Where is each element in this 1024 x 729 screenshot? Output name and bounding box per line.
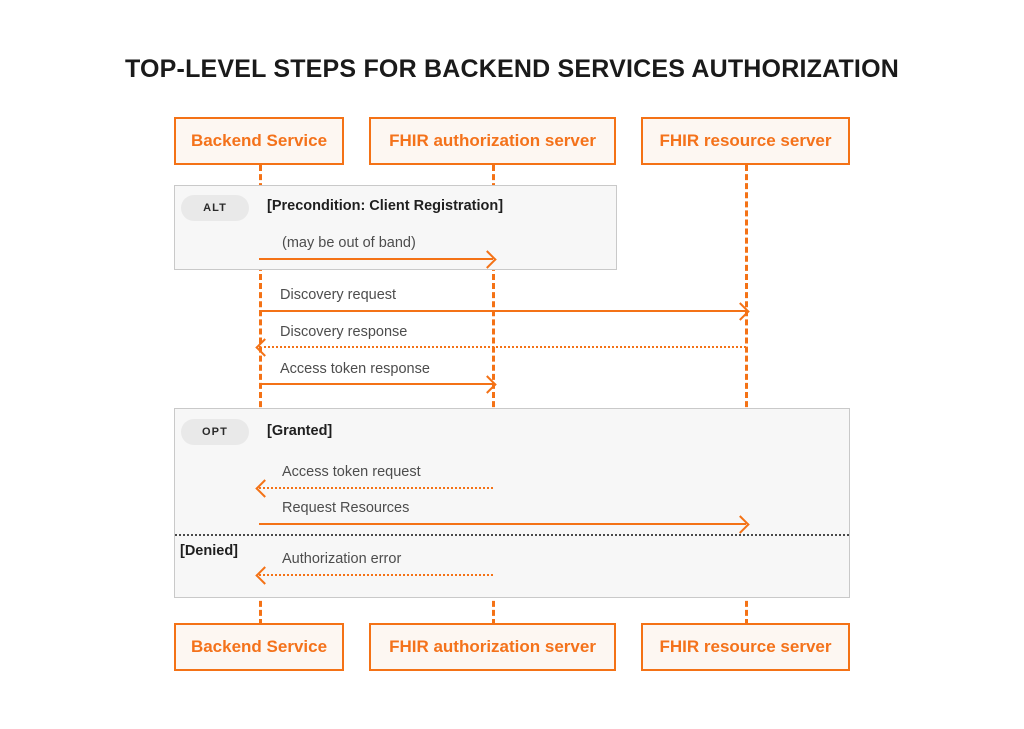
fragment-alt-kind-pill: ALT [181, 195, 249, 221]
participant-label: FHIR resource server [659, 636, 832, 656]
fragment-alt-precondition [174, 185, 617, 270]
participant-backend-service-bottom[interactable]: Backend Service [174, 623, 344, 671]
message-line-access-token-response [259, 383, 493, 385]
participant-fhir-resource-server-top[interactable]: FHIR resource server [641, 117, 850, 165]
message-label-request-resources: Request Resources [282, 500, 410, 516]
page-title: TOP-LEVEL STEPS FOR BACKEND SERVICES AUT… [125, 55, 899, 83]
fragment-kind-label: OPT [202, 426, 228, 438]
fragment-opt-kind-pill: OPT [181, 419, 249, 445]
message-label-may-be-out-of-band: (may be out of band) [282, 235, 416, 251]
participant-backend-service-top[interactable]: Backend Service [174, 117, 344, 165]
fragment-opt-condition: [Granted] [267, 423, 333, 439]
fragment-opt-divider [175, 534, 849, 536]
message-label-authorization-error: Authorization error [282, 551, 402, 567]
fragment-alt-condition: [Precondition: Client Registration] [267, 198, 504, 214]
message-label-access-token-response: Access token response [280, 361, 430, 377]
participant-label: FHIR authorization server [389, 636, 596, 656]
message-line-discovery-response [259, 346, 746, 348]
message-line-request-resources [259, 523, 746, 525]
message-label-discovery-request: Discovery request [280, 287, 397, 303]
participant-label: Backend Service [190, 130, 328, 150]
message-line-authorization-error [259, 574, 493, 576]
message-line-may-be-out-of-band [259, 258, 493, 260]
message-line-discovery-request [259, 310, 746, 312]
message-label-discovery-response: Discovery response [280, 324, 408, 340]
participant-fhir-authorization-server-top[interactable]: FHIR authorization server [369, 117, 616, 165]
fragment-opt-alternative-condition: [Denied] [180, 543, 238, 559]
lifeline-backend-service [259, 165, 262, 625]
lifeline-fhir-resource-server [745, 165, 748, 625]
participant-label: FHIR authorization server [389, 130, 596, 150]
message-label-access-token-request: Access token request [282, 464, 421, 480]
lifeline-fhir-authorization-server [492, 165, 495, 625]
fragment-opt-granted [174, 408, 850, 598]
participant-fhir-authorization-server-bottom[interactable]: FHIR authorization server [369, 623, 616, 671]
message-line-access-token-request [259, 487, 493, 489]
participant-label: FHIR resource server [659, 130, 832, 150]
participant-label: Backend Service [190, 636, 328, 656]
fragment-kind-label: ALT [203, 202, 227, 214]
participant-fhir-resource-server-bottom[interactable]: FHIR resource server [641, 623, 850, 671]
